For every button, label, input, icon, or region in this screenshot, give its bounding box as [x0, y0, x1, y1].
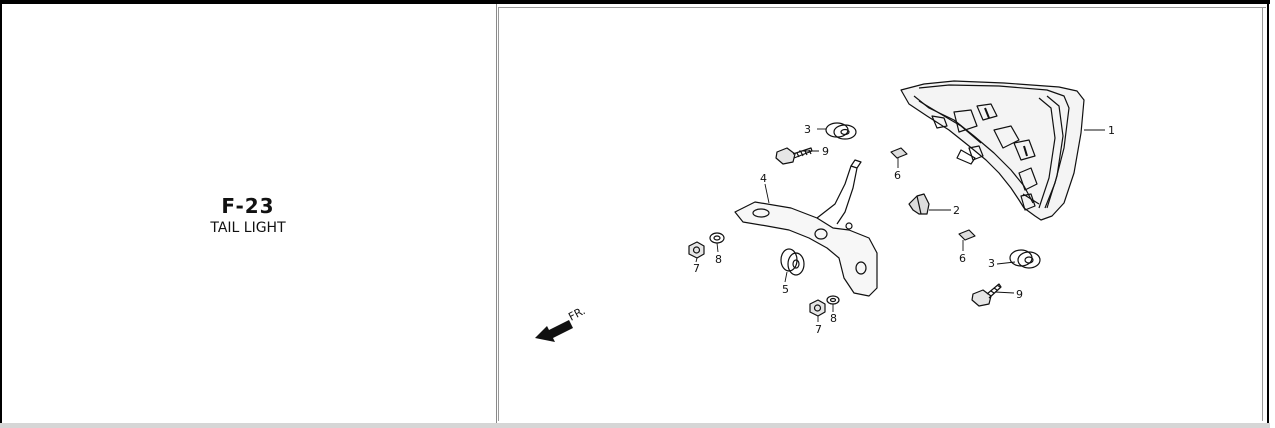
nut-left	[688, 241, 705, 259]
front-label: FR.	[566, 304, 587, 323]
right-border	[1267, 4, 1269, 428]
callout-8-left: 8	[715, 253, 722, 266]
grommet-upper	[825, 122, 857, 140]
diagram-frame-top	[498, 7, 1266, 8]
section-code: F-23	[221, 194, 275, 218]
callout-7-bottom: 7	[815, 323, 822, 336]
exploded-parts-diagram: 1 2 3 3 4 5 6 6 7 7 8 8 9 9 FR.	[535, 80, 1115, 342]
leader-lines	[695, 128, 1105, 322]
callout-1: 1	[1108, 124, 1115, 137]
callout-6-lower: 6	[959, 252, 966, 265]
callout-3-lower: 3	[988, 257, 995, 270]
callout-9-upper: 9	[822, 145, 829, 158]
tail-light-assembly	[900, 80, 1085, 221]
callout-6-upper: 6	[894, 169, 901, 182]
callout-5: 5	[782, 283, 789, 296]
callout-2: 2	[953, 204, 960, 217]
front-arrow-icon	[535, 320, 573, 342]
washer-bottom	[826, 295, 840, 305]
callout-4: 4	[760, 172, 767, 185]
top-border	[0, 0, 1270, 4]
grommet-mid	[780, 248, 805, 276]
section-name: TAIL LIGHT	[210, 220, 286, 236]
washer-left	[709, 232, 725, 244]
diagram-frame-left	[498, 7, 499, 421]
bracket	[734, 159, 878, 297]
speed-nut-lower	[958, 229, 976, 241]
callout-7-left: 7	[693, 262, 700, 275]
bolt-lower	[971, 283, 1002, 307]
callout-3-upper: 3	[804, 123, 811, 136]
bolt-upper	[775, 147, 813, 165]
clip	[908, 193, 930, 215]
column-divider	[496, 4, 497, 424]
nut-bottom	[809, 299, 826, 317]
left-border	[0, 4, 2, 428]
callout-8-bottom: 8	[830, 312, 837, 325]
callout-9-lower: 9	[1016, 288, 1023, 301]
speed-nut-upper	[890, 147, 908, 159]
diagram-frame-right	[1262, 7, 1263, 421]
bottom-strip	[0, 423, 1270, 428]
grommet-lower	[1009, 249, 1041, 269]
